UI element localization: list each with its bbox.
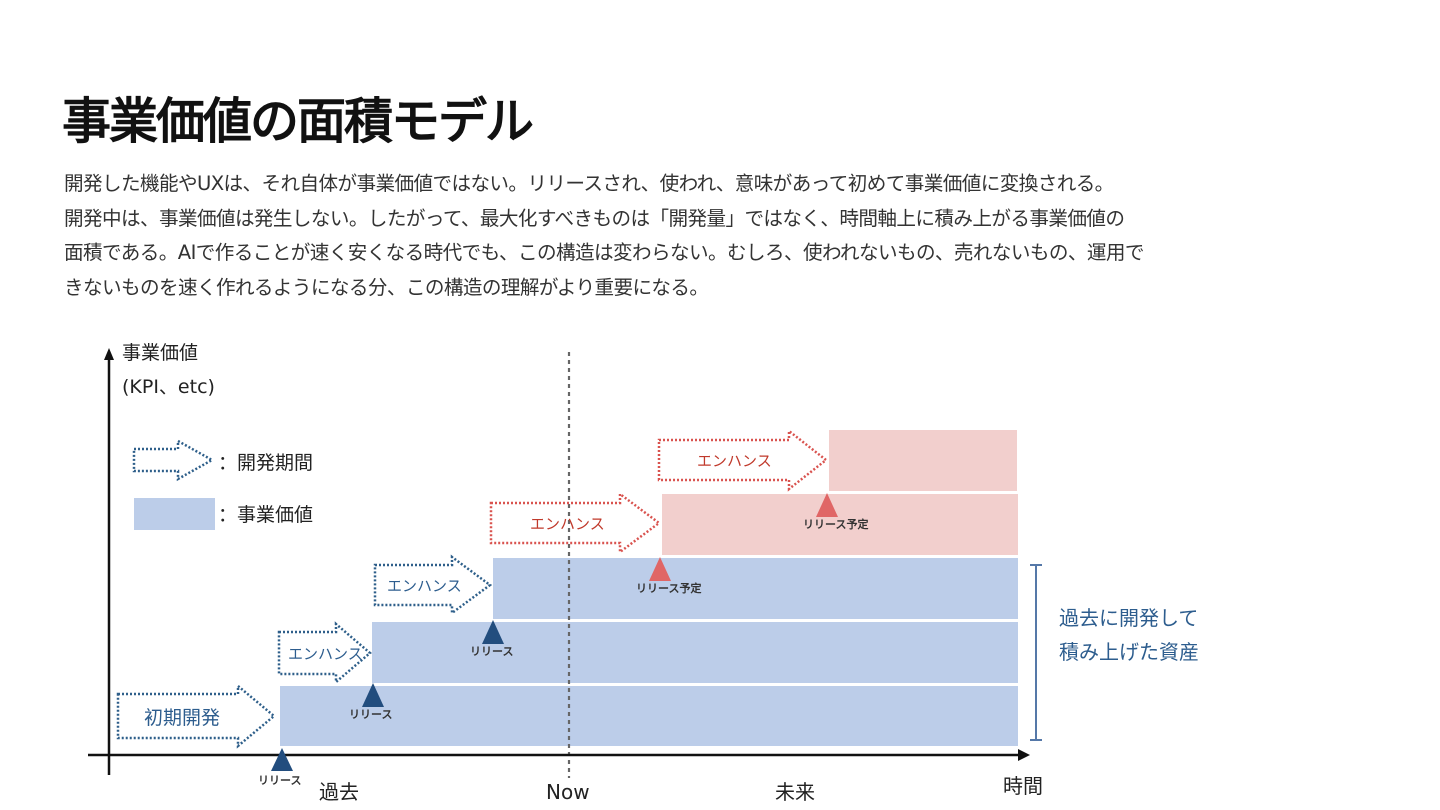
description-paragraph: 開発した機能やUXは、それ自体が事業価値ではない。リリースされ、使われ、意味があ… <box>64 167 1394 305</box>
legend-business-value-label: ：事業価値 <box>218 504 313 526</box>
planned-release-marker-2-icon <box>816 493 838 517</box>
enhance-label-2: エンハンス <box>387 577 462 595</box>
release-label-2: リリース <box>349 708 392 721</box>
past-label: 過去 <box>319 780 359 804</box>
asset-label-line-1: 過去に開発して <box>1059 606 1198 630</box>
value-bar-2 <box>372 622 1018 683</box>
page-title: 事業価値の面積モデル <box>62 93 534 150</box>
x-axis-label: 時間 <box>1003 774 1043 798</box>
planned-release-label-2: リリース予定 <box>803 517 868 531</box>
description-line: 開発中は、事業価値は発生しない。したがって、最大化すべきものは「開発量」ではなく… <box>64 206 1125 230</box>
description-line: 開発した機能やUXは、それ自体が事業価値ではない。リリースされ、使われ、意味があ… <box>64 172 1114 195</box>
future-value-bar-1 <box>662 494 1018 555</box>
value-bar-1 <box>280 686 1018 746</box>
release-marker-2-icon <box>362 683 384 707</box>
future-label: 未来 <box>775 780 815 804</box>
future-value-bar-2 <box>829 430 1017 491</box>
enhance-arrow-1-icon <box>277 621 372 685</box>
release-label-1: リリース <box>258 774 301 787</box>
enhance-label-4: エンハンス <box>697 452 772 470</box>
y-axis-label: 事業価値 <box>122 342 198 364</box>
release-marker-3-icon <box>482 620 504 644</box>
release-label-3: リリース <box>470 645 513 658</box>
x-axis-arrowhead <box>1018 749 1030 761</box>
enhance-label-3: エンハンス <box>530 515 605 533</box>
initial-dev-arrow-icon <box>116 683 276 749</box>
description-line: きないものを速く作れるようになる分、この構造の理解がより重要になる。 <box>64 275 709 299</box>
release-marker-1-icon <box>271 748 293 771</box>
legend-dev-arrow-icon <box>132 438 215 482</box>
value-bar-3 <box>493 558 1018 619</box>
y-axis-unit-label: (KPI、etc) <box>122 376 215 398</box>
now-label: Now <box>546 780 590 804</box>
legend-value-swatch <box>134 498 215 530</box>
initial-dev-label: 初期開発 <box>144 707 220 729</box>
y-axis-arrowhead <box>104 348 114 360</box>
planned-release-marker-1-icon <box>649 557 671 581</box>
description-line: 面積である。AIで作ることが速く安くなる時代でも、この構造は変わらない。むしろ、… <box>64 241 1144 264</box>
enhance-arrow-4-icon <box>657 428 829 492</box>
asset-label-line-2: 積み上げた資産 <box>1059 640 1199 664</box>
legend-dev-period-label: ：開発期間 <box>218 452 313 474</box>
enhance-label-1: エンハンス <box>288 645 363 663</box>
planned-release-label-1: リリース予定 <box>636 581 701 595</box>
